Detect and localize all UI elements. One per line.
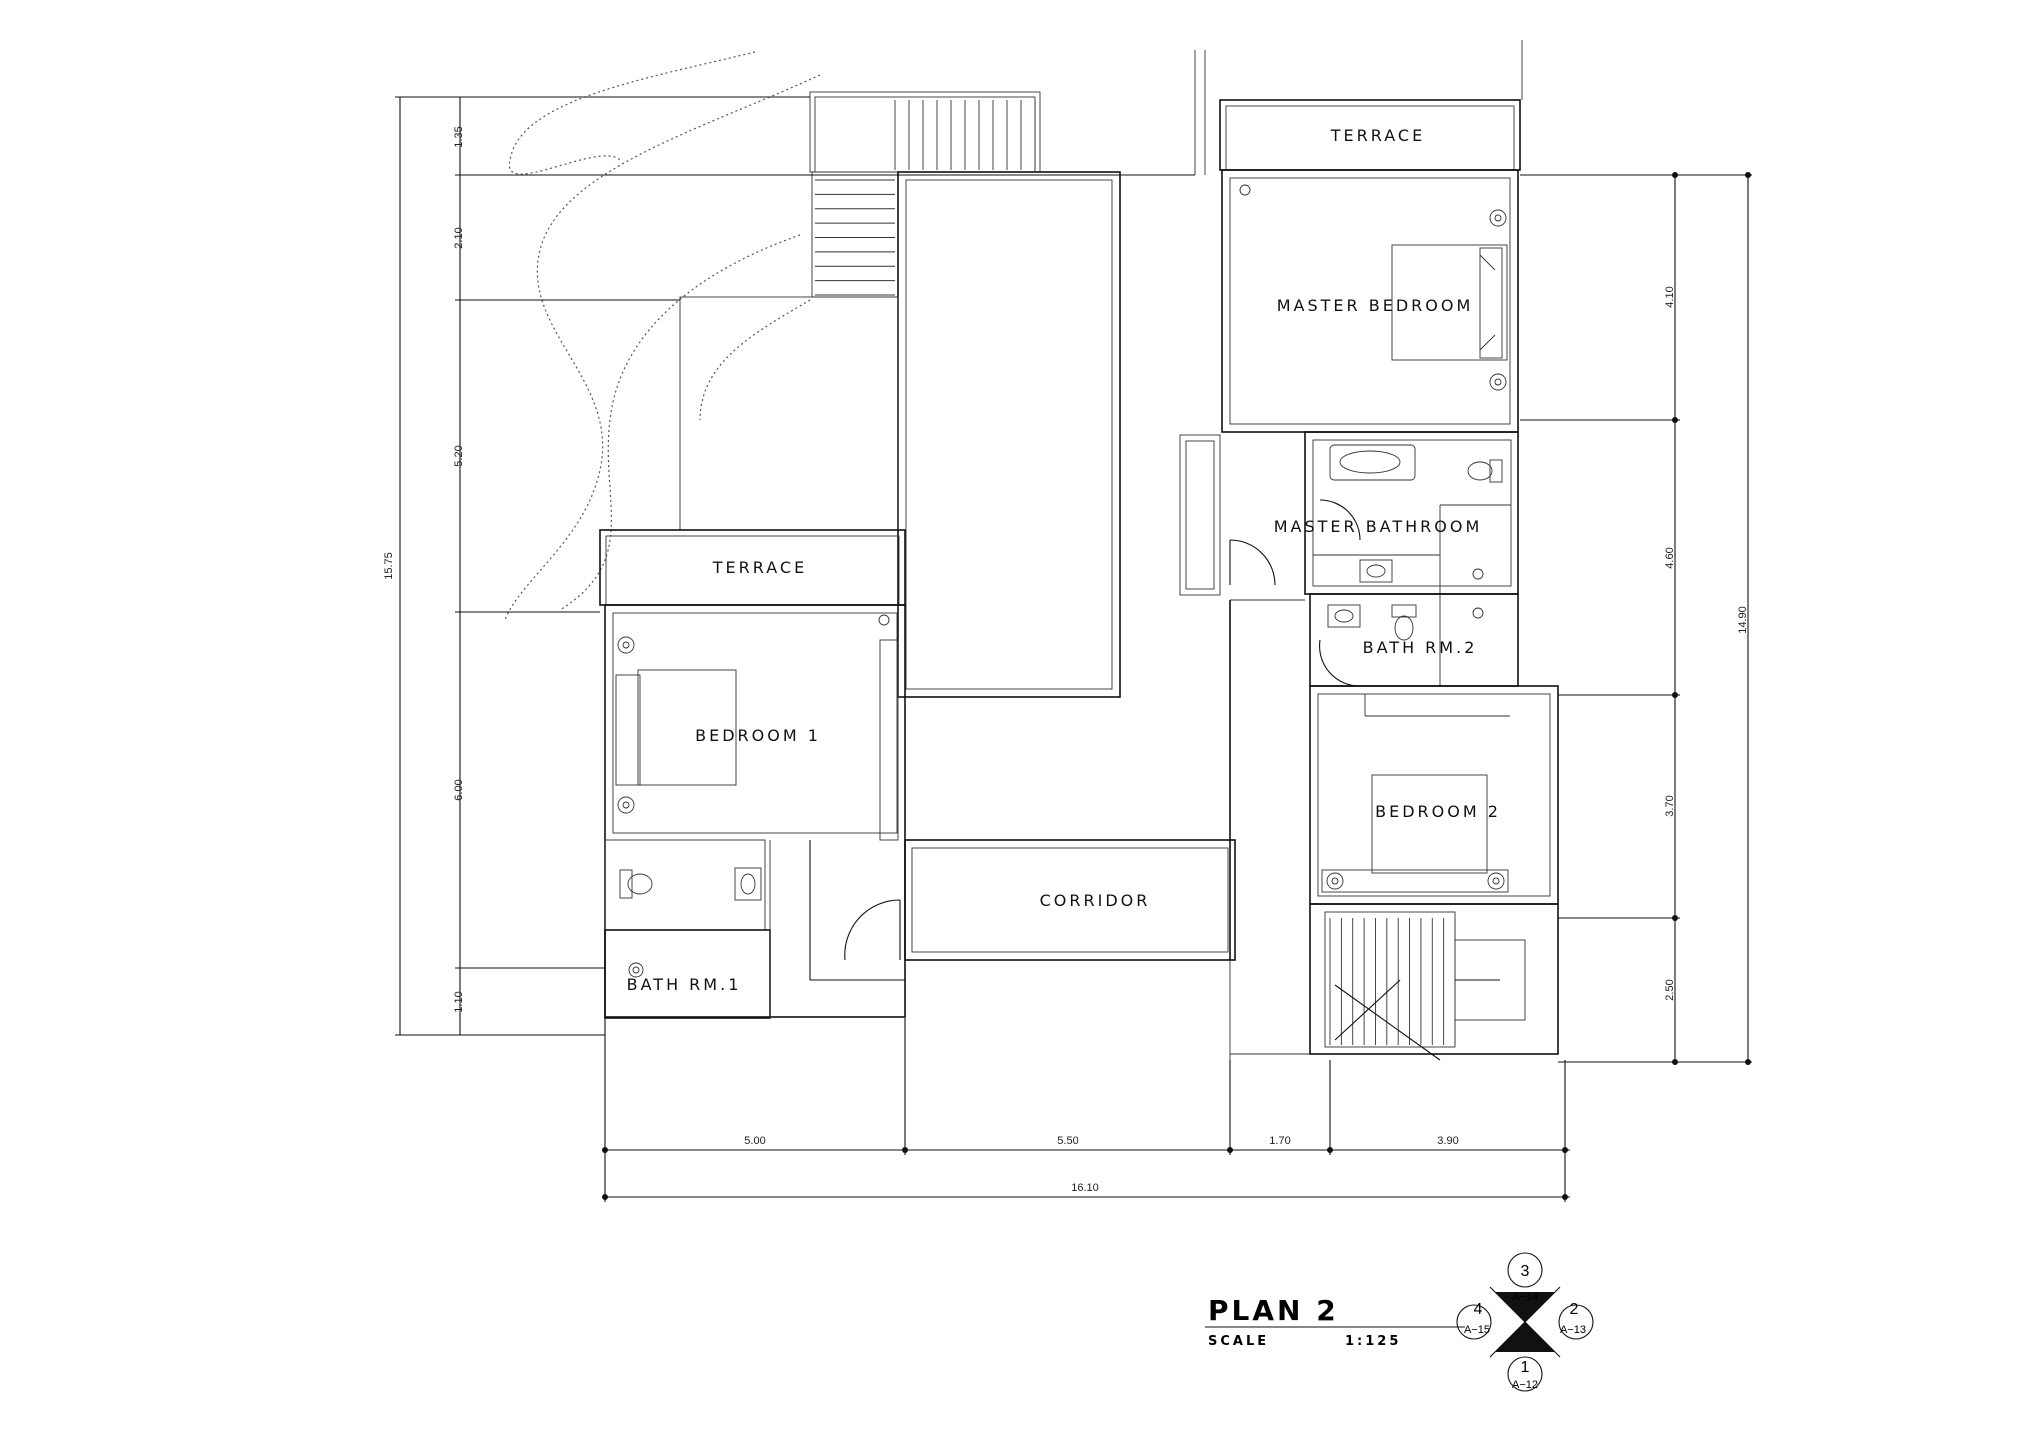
section-reference-symbol: 3 A−14 2 A−13 1 A−12 4 A−15 <box>1456 1252 1594 1392</box>
plan-scale-label: SCALE <box>1208 1334 1269 1349</box>
dim-right-total: 14.90 <box>1737 606 1749 634</box>
label-terrace-bedroom1: TERRACE <box>712 558 807 577</box>
dim-left-4: 6.00 <box>453 779 465 800</box>
dim-right-4: 2.50 <box>1664 979 1676 1000</box>
site-contour-lines <box>504 51 821 621</box>
label-corridor: CORRIDOR <box>1040 891 1151 910</box>
section-right-number: 2 <box>1570 1301 1579 1318</box>
section-bottom-ref: A−12 <box>1512 1379 1538 1391</box>
building-walls <box>599 99 1559 1061</box>
dim-left-3: 5.20 <box>453 445 465 466</box>
section-left-ref: A−15 <box>1464 1324 1490 1336</box>
furniture-fixtures <box>615 184 1509 978</box>
dim-left-5: 1.10 <box>453 991 465 1012</box>
label-terrace-master: TERRACE <box>1330 126 1425 145</box>
plan-title-block: PLAN 2 SCALE 1:125 <box>1205 1294 1465 1349</box>
dimension-bottom: 5.00 5.50 1.70 3.90 16.10 <box>602 1018 1570 1202</box>
section-top-ref: A−14 <box>1512 1291 1538 1303</box>
dim-right-1: 4.10 <box>1664 286 1676 307</box>
upper-stair-and-pool <box>679 40 1523 698</box>
dim-left-1: 1.35 <box>453 126 465 147</box>
label-master-bedroom: MASTER BEDROOM <box>1277 296 1474 315</box>
dim-bottom-1: 5.00 <box>744 1135 765 1147</box>
dimension-left: 1.35 2.10 5.20 6.00 1.10 15.75 <box>383 96 1195 1036</box>
dim-right-2: 4.60 <box>1664 547 1676 568</box>
label-bath-rm1: BATH RM.1 <box>627 975 742 994</box>
label-bedroom2: BEDROOM 2 <box>1375 802 1501 821</box>
section-top-number: 3 <box>1521 1263 1530 1280</box>
dim-bottom-4: 3.90 <box>1437 1135 1458 1147</box>
label-bath-rm2: BATH RM.2 <box>1363 638 1478 657</box>
dim-left-total: 15.75 <box>383 552 395 580</box>
dimension-right: 4.10 4.60 3.70 2.50 14.90 <box>1520 172 1752 1065</box>
section-bottom-number: 1 <box>1521 1359 1530 1376</box>
dim-bottom-3: 1.70 <box>1269 1135 1290 1147</box>
dim-bottom-total: 16.10 <box>1071 1182 1099 1194</box>
plan-title: PLAN 2 <box>1208 1294 1339 1327</box>
door-swings <box>844 499 1361 961</box>
section-left-number: 4 <box>1474 1301 1483 1318</box>
dim-left-2: 2.10 <box>453 227 465 248</box>
plan-scale-value: 1:125 <box>1345 1334 1401 1349</box>
dim-right-3: 3.70 <box>1664 795 1676 816</box>
label-bedroom1: BEDROOM 1 <box>695 726 821 745</box>
dim-bottom-2: 5.50 <box>1057 1135 1078 1147</box>
section-right-ref: A−13 <box>1560 1324 1586 1336</box>
room-labels: TERRACE MASTER BEDROOM MASTER BATHROOM B… <box>627 126 1501 994</box>
label-master-bathroom: MASTER BATHROOM <box>1274 517 1483 536</box>
